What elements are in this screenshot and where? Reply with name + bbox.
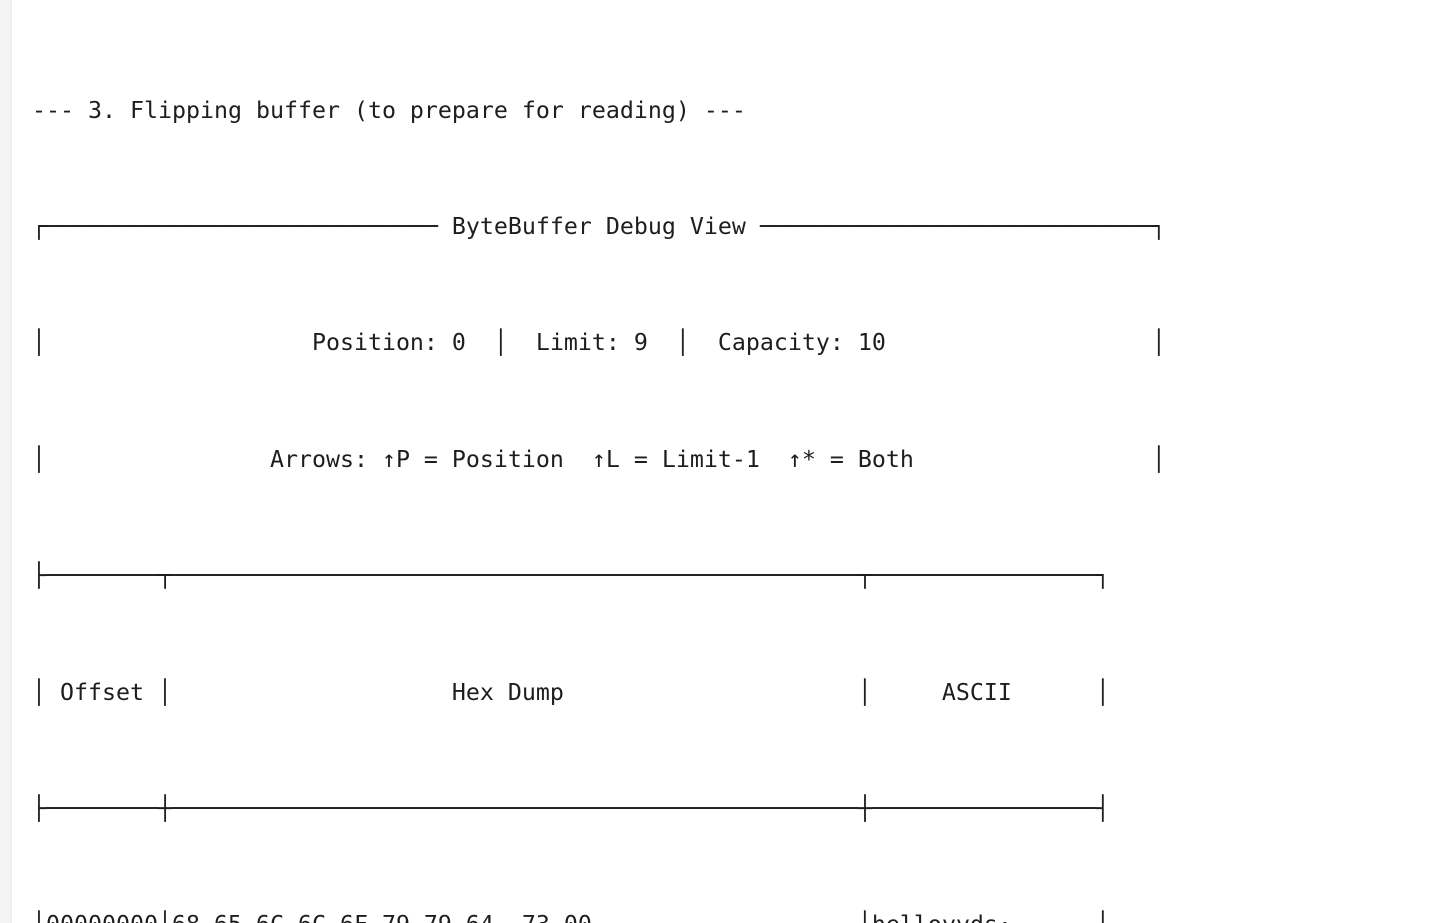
box1-arrows-legend: │ Arrows: ↑P = Position ↑L = Limit-1 ↑* …: [32, 445, 1166, 473]
box1-table-header-border: ├────────┼──────────────────────────────…: [32, 794, 1110, 822]
left-gutter: [0, 0, 12, 923]
box1-status-line: │ Position: 0 │ Limit: 9 │ Capacity: 10 …: [32, 329, 1166, 357]
section-3-title: --- 3. Flipping buffer (to prepare for r…: [32, 96, 746, 124]
box1-table-header: │ Offset │ Hex Dump │ ASCII │: [32, 678, 1110, 706]
box1-table-top-border: ├────────┬──────────────────────────────…: [32, 562, 1110, 590]
console-output: --- 3. Flipping buffer (to prepare for r…: [32, 96, 1166, 923]
box1-hex-row: │00000000│68 65 6C 6C 6F 79 79 64 73 00 …: [32, 906, 1166, 923]
box1-top-border: ┌──────────────────────────── ByteBuffer…: [32, 212, 1166, 240]
